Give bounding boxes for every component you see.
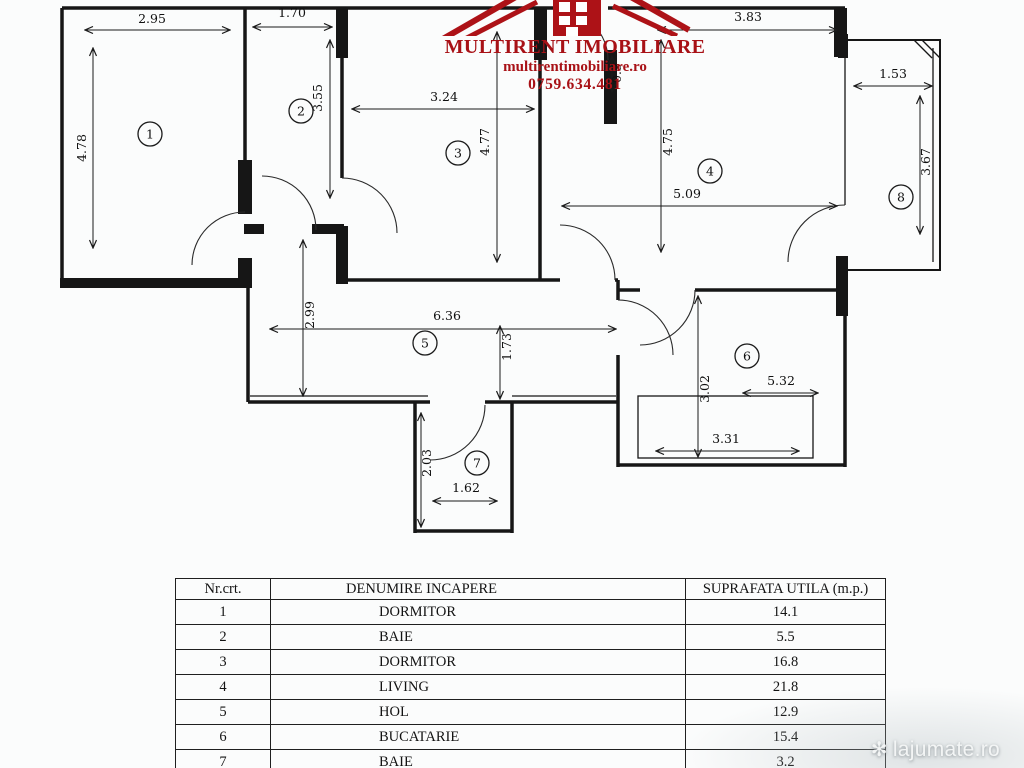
area-table-header: Nr.crt. DENUMIRE INCAPERE SUPRAFATA UTIL… — [175, 578, 886, 600]
room-number-circle — [445, 140, 471, 166]
header-name: DENUMIRE INCAPERE — [270, 578, 686, 600]
dimension-label: 5.09 — [673, 186, 701, 201]
room-number-label: 4 — [706, 164, 714, 179]
header-nr: Nr.crt. — [175, 578, 271, 600]
row-number: 4 — [175, 674, 271, 700]
agency-name: MULTIRENT IMOBILIARE — [444, 36, 706, 58]
dimension-label: 1.53 — [879, 66, 907, 81]
dimension-label: 2.03 — [419, 449, 434, 477]
dimension-label: 3.55 — [310, 84, 325, 112]
room-number-label: 3 — [454, 146, 462, 161]
house-icon — [441, 0, 691, 36]
room-number-circle — [697, 158, 723, 184]
table-row: 5HOL12.9 — [175, 699, 886, 725]
dimension-label: 3.67 — [918, 148, 933, 176]
dimension-label: 3.31 — [712, 431, 740, 446]
dimension-label: 1.73 — [499, 333, 514, 361]
room-area: 3.2 — [685, 749, 886, 768]
dimension-label: 2.95 — [138, 11, 166, 26]
room-number-label: 7 — [473, 456, 481, 471]
dimension-label: 4.78 — [74, 134, 89, 162]
room-name: HOL — [270, 699, 686, 725]
room-name: BAIE — [270, 624, 686, 650]
row-number: 2 — [175, 624, 271, 650]
area-table: Nr.crt. DENUMIRE INCAPERE SUPRAFATA UTIL… — [175, 578, 886, 768]
dimension-label: 3.24 — [430, 89, 458, 104]
room-number-label: 8 — [897, 190, 905, 205]
dimension-label: 0.9 — [609, 63, 624, 83]
walls-layer — [60, 6, 848, 533]
table-row: 7BAIE3.2 — [175, 749, 886, 768]
room-number-label: 2 — [297, 104, 305, 119]
dimension-label: 5.32 — [767, 373, 795, 388]
room-name: DORMITOR — [270, 599, 686, 625]
rooms-layer: 1 2 3 4 5 6 7 8 — [137, 98, 914, 476]
room-number-circle — [734, 343, 760, 369]
room-area: 15.4 — [685, 724, 886, 750]
dimension-label: 1.70 — [278, 5, 306, 20]
row-number: 1 — [175, 599, 271, 625]
dimension-label: 3.02 — [697, 375, 712, 403]
room-area: 5.5 — [685, 624, 886, 650]
balcony-layer — [845, 39, 941, 271]
watermark-text: lajumate.ro — [892, 738, 1000, 761]
room-number-circle — [888, 184, 914, 210]
scan-shadow — [684, 688, 1024, 768]
room-name: DORMITOR — [270, 649, 686, 675]
room-name: BUCATARIE — [270, 724, 686, 750]
flower-icon: ✻ — [870, 739, 888, 761]
room-name: BAIE — [270, 749, 686, 768]
watermark: ✻lajumate.ro — [871, 737, 1000, 762]
dimension-label: 4.75 — [660, 128, 675, 156]
room-number-label: 6 — [743, 349, 751, 364]
dimension-label: 6.36 — [433, 308, 461, 323]
room-number-label: 5 — [421, 336, 429, 351]
dimension-label: 3.83 — [734, 9, 762, 24]
room-area: 16.8 — [685, 649, 886, 675]
room-number-label: 1 — [146, 127, 154, 142]
agency-phone: 0759.634.481 — [528, 76, 622, 93]
room-number-circle — [137, 121, 163, 147]
row-number: 6 — [175, 724, 271, 750]
header-area: SUPRAFATA UTILA (m.p.) — [685, 578, 886, 600]
room-name: LIVING — [270, 674, 686, 700]
dimension-label: 2.99 — [302, 301, 317, 329]
dimension-label: 4.77 — [477, 128, 492, 156]
row-number: 3 — [175, 649, 271, 675]
room-number-circle — [464, 450, 490, 476]
row-number: 5 — [175, 699, 271, 725]
agency-logo: MULTIRENT IMOBILIARE multirentimobiliare… — [437, 0, 713, 94]
room-number-circle — [288, 98, 314, 124]
dimension-label: 1.62 — [452, 480, 480, 495]
room-number-circle — [412, 330, 438, 356]
row-number: 7 — [175, 749, 271, 768]
kitchen-inner-layer — [637, 395, 814, 459]
agency-website: multirentimobiliare.ro — [503, 59, 647, 75]
room-area: 14.1 — [685, 599, 886, 625]
